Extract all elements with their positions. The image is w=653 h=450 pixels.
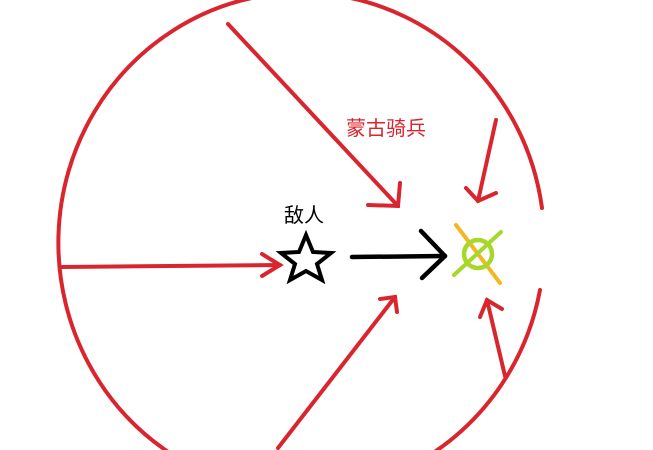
encirclement-arc bbox=[56, 0, 544, 450]
enemy-label: 敌人 bbox=[284, 203, 324, 227]
enemy-star-icon bbox=[275, 229, 337, 285]
cavalry-arrow-left bbox=[60, 252, 284, 278]
cavalry-arrow-lower-right bbox=[478, 297, 507, 378]
mongol-cavalry-label: 蒙古骑兵 bbox=[346, 116, 426, 140]
target-crossed-circle-icon bbox=[452, 223, 503, 285]
cavalry-arrow-upper-right bbox=[464, 118, 498, 204]
enemy-movement-arrow bbox=[349, 228, 448, 281]
cavalry-arrow-top bbox=[226, 22, 402, 209]
cavalry-arrow-bottom bbox=[276, 294, 399, 450]
